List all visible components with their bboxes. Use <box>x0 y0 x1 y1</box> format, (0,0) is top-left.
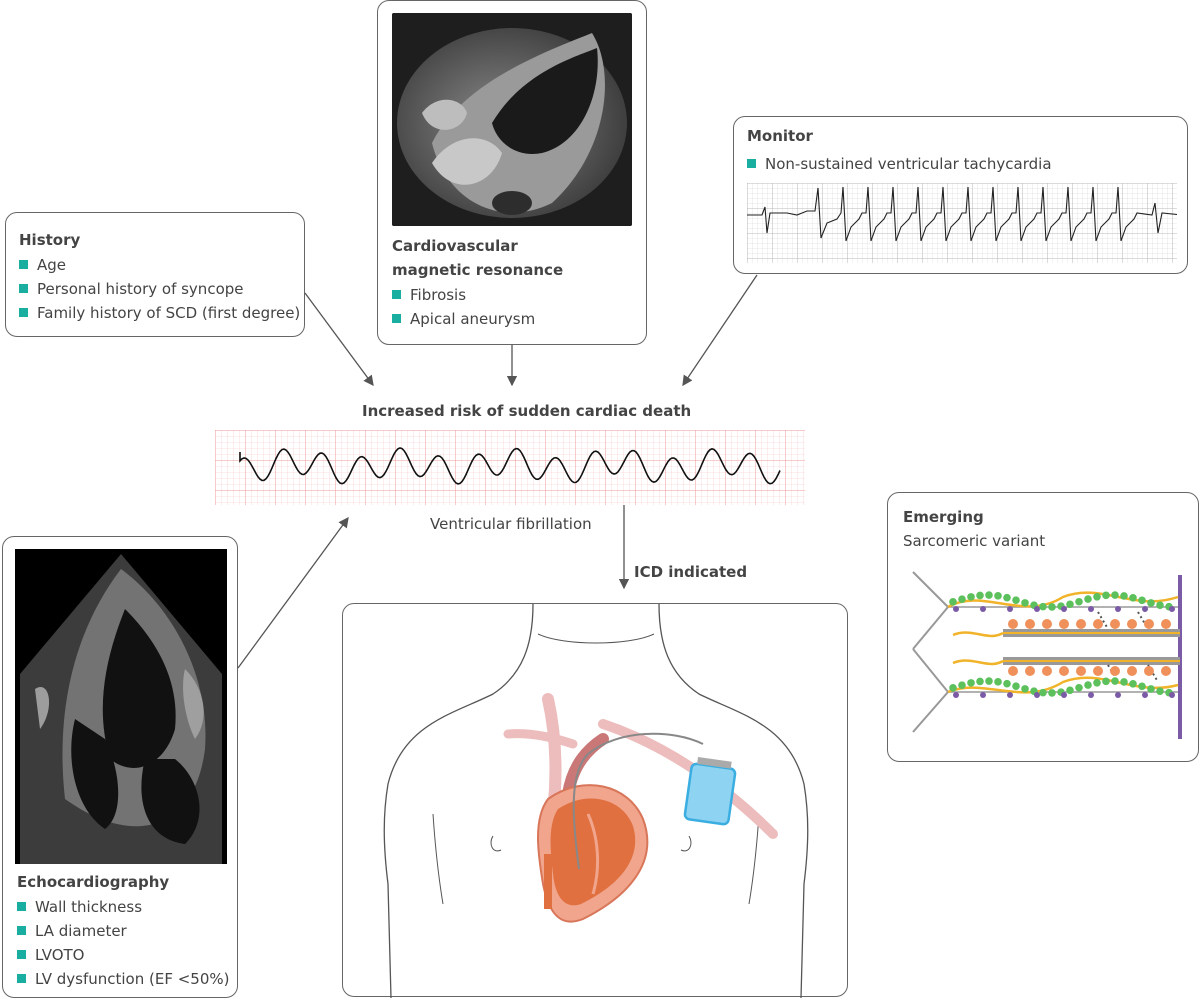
nipple-right <box>680 835 692 852</box>
cmr-item-aneurysm: Apical aneurysm <box>392 307 535 331</box>
bullet-icon <box>747 159 756 168</box>
echo-panel: Echocardiography Wall thickness LA diame… <box>2 536 238 998</box>
cmr-title-line1: Cardiovascular <box>392 237 518 255</box>
arrow-history <box>304 292 374 387</box>
monitor-item-nsvt: Non-sustained ventricular tachycardia <box>747 152 1052 176</box>
cmr-panel: Cardiovascular magnetic resonance Fibros… <box>377 0 647 345</box>
emerging-subtitle: Sarcomeric variant <box>903 532 1046 550</box>
monitor-title: Monitor <box>747 127 813 145</box>
history-title: History <box>19 231 81 249</box>
cmr-title-line2: magnetic resonance <box>392 261 564 279</box>
monitor-panel: Monitor Non-sustained ventricular tachyc… <box>733 116 1188 274</box>
echo-image <box>15 549 227 864</box>
nsvt-ecg-strip <box>747 183 1177 263</box>
bullet-icon <box>19 260 28 269</box>
bullet-icon <box>19 308 28 317</box>
torso-heart-illustration <box>383 604 809 998</box>
echo-item-lvoto: LVOTO <box>17 943 229 967</box>
bullet-icon <box>392 314 401 323</box>
echo-item-la: LA diameter <box>17 919 229 943</box>
icd-label: ICD indicated <box>634 563 748 581</box>
bullet-icon <box>17 974 26 983</box>
vf-label: Ventricular fibrillation <box>430 515 592 533</box>
history-item-syncope: Personal history of syncope <box>19 277 300 301</box>
bullet-icon <box>17 926 26 935</box>
bullet-icon <box>392 290 401 299</box>
nipple-left <box>490 835 502 852</box>
history-item-age: Age <box>19 253 300 277</box>
echo-item-lv: LV dysfunction (EF <50%) <box>17 967 229 991</box>
bullet-icon <box>17 950 26 959</box>
arrow-monitor <box>682 274 758 387</box>
cmr-image <box>392 13 632 226</box>
sarcomere-illustration <box>912 571 1182 739</box>
arrow-echo <box>237 516 349 669</box>
bullet-icon <box>19 284 28 293</box>
bullet-icon <box>17 902 26 911</box>
torso-outline <box>383 604 534 998</box>
vf-ecg-strip <box>215 430 805 505</box>
emerging-title: Emerging <box>903 508 984 526</box>
emerging-panel: Emerging Sarcomeric variant <box>887 492 1199 762</box>
history-item-family: Family history of SCD (first degree) <box>19 301 300 325</box>
echo-title: Echocardiography <box>17 873 170 891</box>
risk-title: Increased risk of sudden cardiac death <box>362 402 692 420</box>
history-panel: History Age Personal history of syncope … <box>5 212 305 337</box>
icd-device-icon <box>683 762 737 826</box>
icd-lead <box>572 732 704 870</box>
echo-item-wall: Wall thickness <box>17 895 229 919</box>
cmr-item-fibrosis: Fibrosis <box>392 283 535 307</box>
icd-body-panel <box>342 603 848 998</box>
